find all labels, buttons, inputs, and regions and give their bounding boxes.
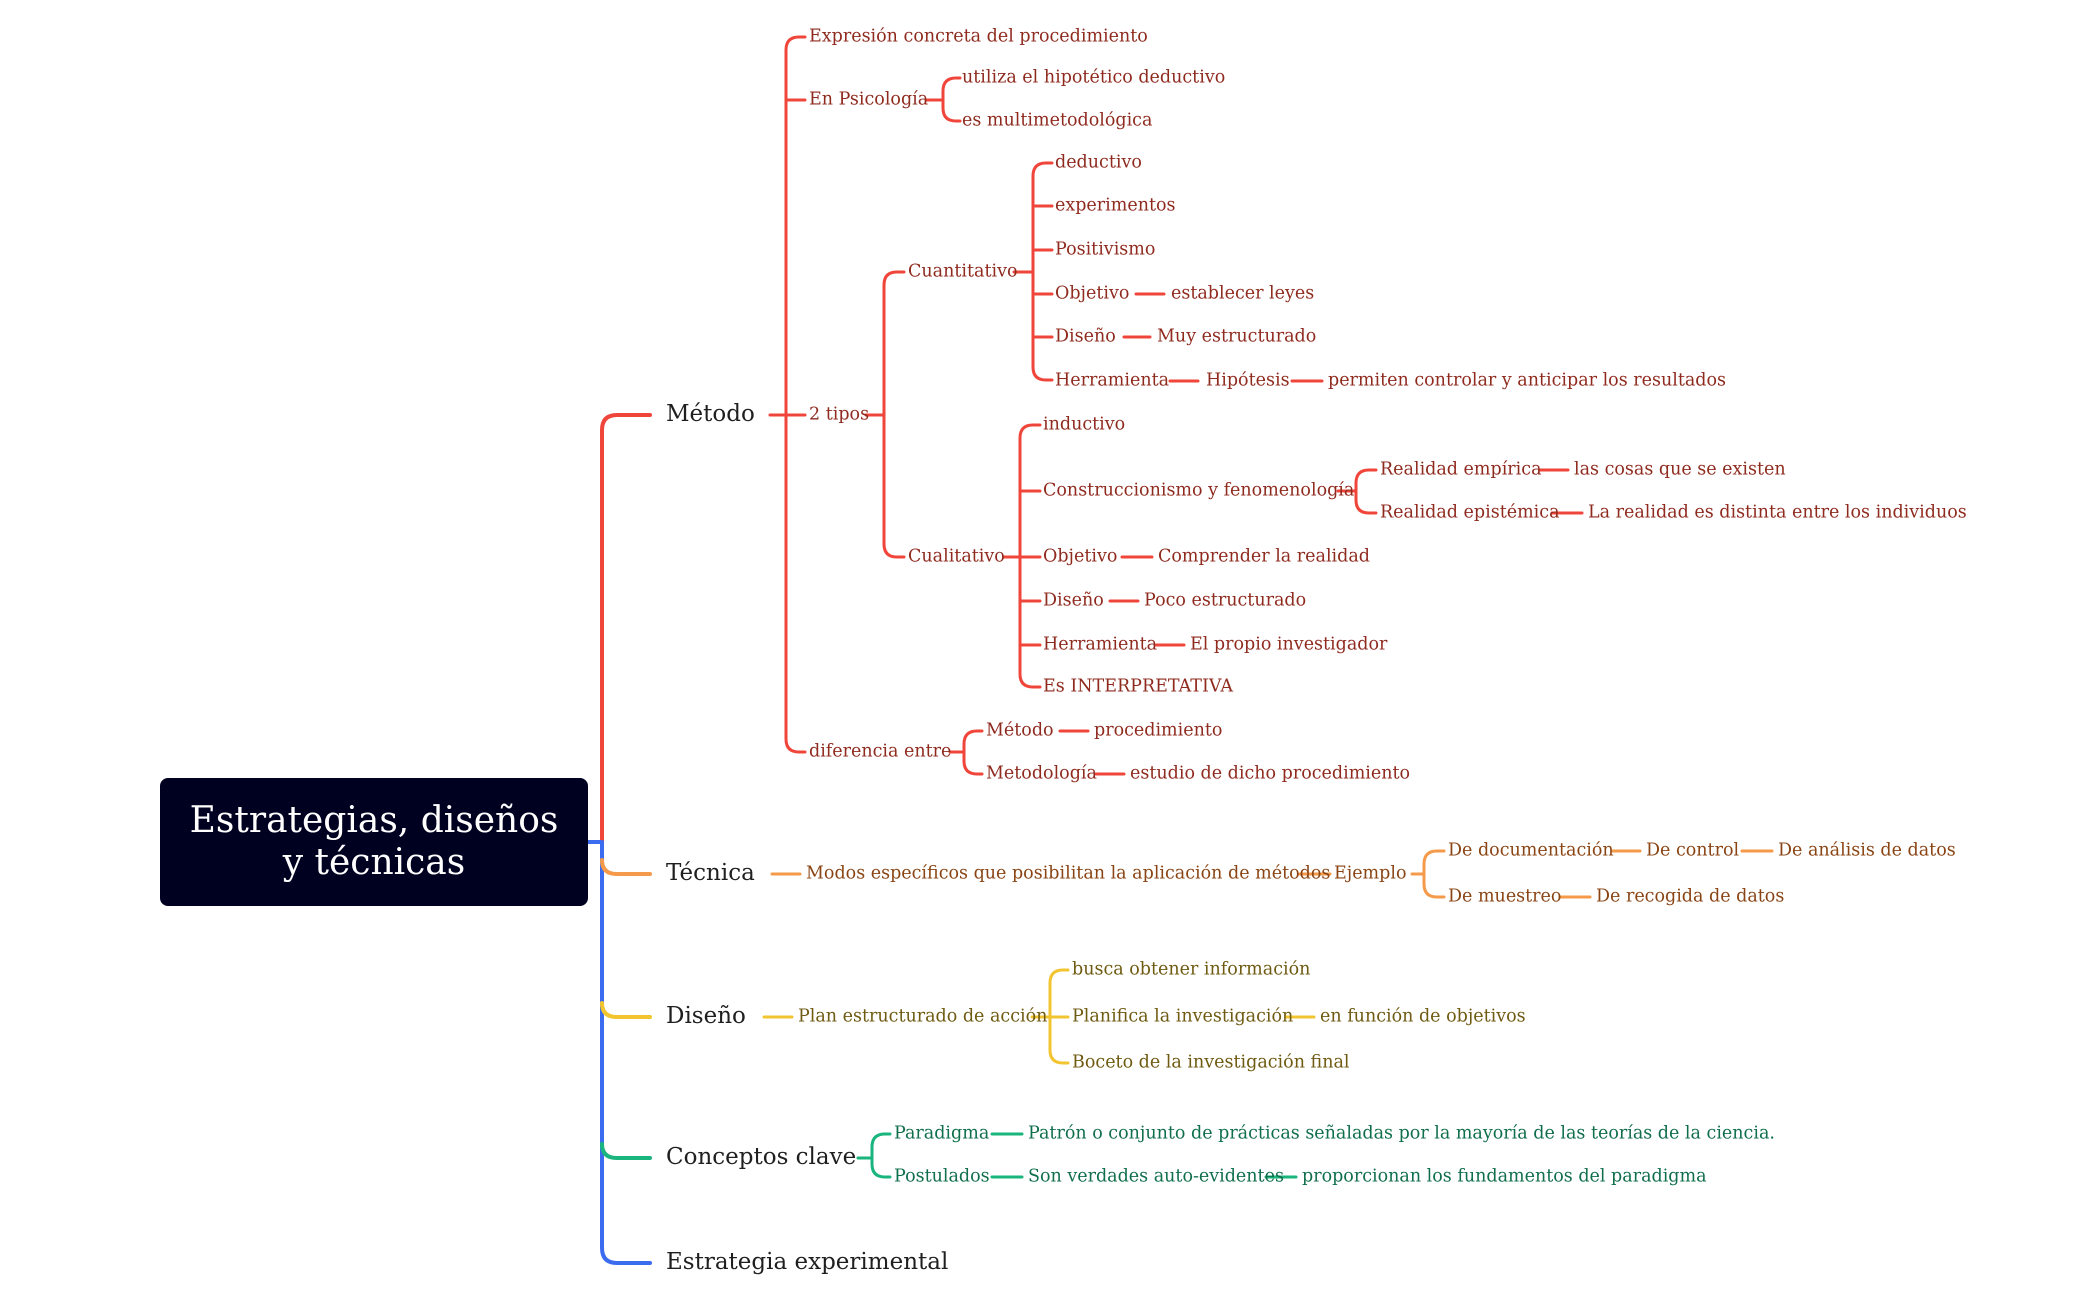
topic-tecnica[interactable]: Técnica (666, 860, 755, 887)
node-ejemplo[interactable]: Ejemplo (1334, 863, 1407, 884)
node-fundamentos-paradigma[interactable]: proporcionan los fundamentos del paradig… (1302, 1166, 1707, 1187)
topic-diseno[interactable]: Diseño (666, 1003, 746, 1030)
node-permiten-controlar[interactable]: permiten controlar y anticipar los resul… (1328, 370, 1727, 391)
node-cuantitativo[interactable]: Cuantitativo (908, 261, 1018, 282)
node-muy-estructurado[interactable]: Muy estructurado (1157, 326, 1317, 347)
node-construccionismo[interactable]: Construccionismo y fenomenología (1043, 480, 1355, 501)
node-diferencia-entre[interactable]: diferencia entre (809, 741, 952, 762)
node-comprender-realidad[interactable]: Comprender la realidad (1158, 546, 1370, 567)
metodo-branches (768, 35, 1584, 776)
root-topic[interactable]: Estrategias, diseños y técnicas (160, 778, 588, 906)
root-title-line-1: Estrategias, diseños (189, 800, 559, 841)
node-busca-informacion[interactable]: busca obtener información (1072, 959, 1311, 980)
node-hipotetico-deductivo[interactable]: utiliza el hipotético deductivo (962, 67, 1226, 88)
topic-estrategia-experimental[interactable]: Estrategia experimental (666, 1249, 949, 1276)
node-boceto[interactable]: Boceto de la investigación final (1072, 1052, 1350, 1073)
node-postulados[interactable]: Postulados (894, 1166, 990, 1187)
node-recogida-datos[interactable]: De recogida de datos (1596, 886, 1785, 907)
node-expresion[interactable]: Expresión concreta del procedimiento (809, 26, 1148, 47)
node-positivismo[interactable]: Positivismo (1055, 239, 1156, 260)
node-funcion-objetivos[interactable]: en función de objetivos (1320, 1006, 1526, 1027)
node-cuanti-objetivo[interactable]: Objetivo (1055, 283, 1130, 304)
node-analisis-datos[interactable]: De análisis de datos (1778, 840, 1956, 861)
node-control[interactable]: De control (1646, 840, 1740, 861)
node-procedimiento[interactable]: procedimiento (1094, 720, 1223, 741)
node-2-tipos[interactable]: 2 tipos (809, 404, 870, 425)
node-verdades-auto-evidentes[interactable]: Son verdades auto-evidentes (1028, 1166, 1284, 1187)
root-branches (586, 413, 652, 1265)
node-realidad-distinta[interactable]: La realidad es distinta entre los indivi… (1588, 502, 1967, 523)
node-cuali-objetivo[interactable]: Objetivo (1043, 546, 1118, 567)
node-documentacion[interactable]: De documentación (1448, 840, 1614, 861)
node-cuanti-diseno[interactable]: Diseño (1055, 326, 1116, 347)
node-en-psicologia[interactable]: En Psicología (809, 89, 929, 110)
node-dif-metodo[interactable]: Método (986, 720, 1054, 741)
node-poco-estructurado[interactable]: Poco estructurado (1144, 590, 1307, 611)
node-muestreo[interactable]: De muestreo (1448, 886, 1562, 907)
node-paradigma-definicion[interactable]: Patrón o conjunto de prácticas señaladas… (1028, 1123, 1775, 1144)
node-hipotesis[interactable]: Hipótesis (1206, 370, 1290, 391)
node-cuanti-herramienta[interactable]: Herramienta (1055, 370, 1170, 391)
node-deductivo[interactable]: deductivo (1055, 152, 1142, 173)
node-cuali-diseno[interactable]: Diseño (1043, 590, 1104, 611)
diseno-branches (762, 968, 1316, 1065)
node-inductivo[interactable]: inductivo (1043, 414, 1126, 435)
node-interpretativa[interactable]: Es INTERPRETATIVA (1043, 676, 1233, 697)
node-planifica[interactable]: Planifica la investigación (1072, 1006, 1294, 1027)
conceptos-branches (856, 1132, 1298, 1179)
topic-metodo[interactable]: Método (666, 401, 755, 428)
node-modos-especificos[interactable]: Modos específicos que posibilitan la apl… (806, 863, 1331, 884)
node-multimetodologica[interactable]: es multimetodológica (962, 110, 1153, 131)
node-cuali-herramienta[interactable]: Herramienta (1043, 634, 1158, 655)
tecnica-branches (770, 849, 1774, 899)
node-estudio-procedimiento[interactable]: estudio de dicho procedimiento (1130, 763, 1411, 784)
node-cualitativo[interactable]: Cualitativo (908, 546, 1005, 567)
node-metodologia[interactable]: Metodología (986, 763, 1097, 784)
node-propio-investigador[interactable]: El propio investigador (1190, 634, 1388, 655)
node-plan-estructurado[interactable]: Plan estructurado de acción (798, 1006, 1048, 1027)
topic-conceptos-clave[interactable]: Conceptos clave (666, 1144, 857, 1171)
node-experimentos[interactable]: experimentos (1055, 195, 1176, 216)
node-establecer-leyes[interactable]: establecer leyes (1171, 283, 1315, 304)
root-title-line-2: y técnicas (282, 842, 466, 883)
node-realidad-empirica[interactable]: Realidad empírica (1380, 459, 1542, 480)
node-cosas-que-existen[interactable]: las cosas que se existen (1574, 459, 1786, 480)
node-realidad-epistemica[interactable]: Realidad epistémica (1380, 502, 1560, 523)
node-paradigma[interactable]: Paradigma (894, 1123, 990, 1144)
